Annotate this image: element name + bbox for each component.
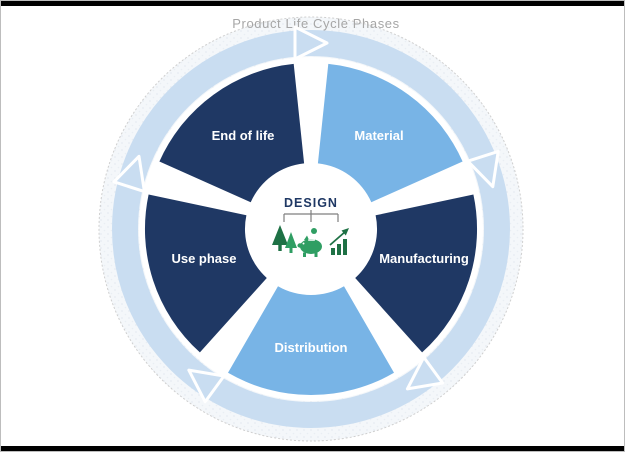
segment-label-use-phase: Use phase xyxy=(171,251,236,266)
segment-distribution xyxy=(228,286,394,396)
center-hub-circle xyxy=(247,165,375,293)
center-connector-lines xyxy=(283,210,339,222)
cycle-arrow-left-icon xyxy=(112,154,146,194)
top-frame-bar xyxy=(1,1,624,6)
trees-icon xyxy=(272,225,297,253)
segment-use-phase xyxy=(144,194,267,353)
segment-manufacturing xyxy=(355,194,478,353)
piggy-bank-icon xyxy=(297,228,322,257)
growth-chart-icon xyxy=(329,228,349,255)
cycle-arrow-bottom-left-icon xyxy=(187,368,226,404)
center-design-label: DESIGN xyxy=(284,196,338,210)
bottom-frame-bar xyxy=(1,446,624,451)
segment-label-material: Material xyxy=(354,128,403,143)
segment-label-distribution: Distribution xyxy=(275,340,348,355)
cycle-arrow-top-icon xyxy=(293,25,329,61)
segment-label-end-of-life: End of life xyxy=(212,128,275,143)
diagram-title: Product Life Cycle Phases xyxy=(232,16,399,31)
cycle-arrow-right-icon xyxy=(466,149,500,189)
cycle-arrow-bottom-right-icon xyxy=(405,355,445,391)
segment-label-manufacturing: Manufacturing xyxy=(379,251,469,266)
segment-end-of-life xyxy=(159,63,305,203)
segment-material xyxy=(317,63,463,203)
